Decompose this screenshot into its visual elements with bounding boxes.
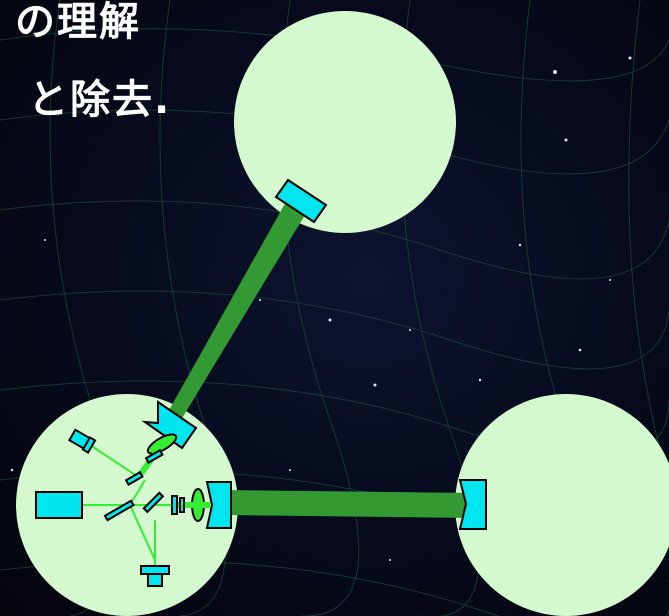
mirror-right — [458, 479, 487, 530]
laser-arm-bottom — [225, 490, 472, 518]
optical-bench-components — [35, 428, 185, 587]
optical-paths — [82, 444, 175, 565]
title-text-line-2: と除去. — [28, 77, 172, 123]
mirror-near-diagonal — [141, 400, 198, 450]
spacecraft-top — [234, 11, 456, 233]
spacecraft-right — [455, 394, 669, 616]
mirror-near-horizontal — [205, 481, 232, 529]
laser-arm-top — [168, 200, 308, 420]
mirror-top — [274, 178, 328, 224]
stars — [10, 56, 632, 561]
title-text-line-1: の理解 — [15, 0, 141, 45]
